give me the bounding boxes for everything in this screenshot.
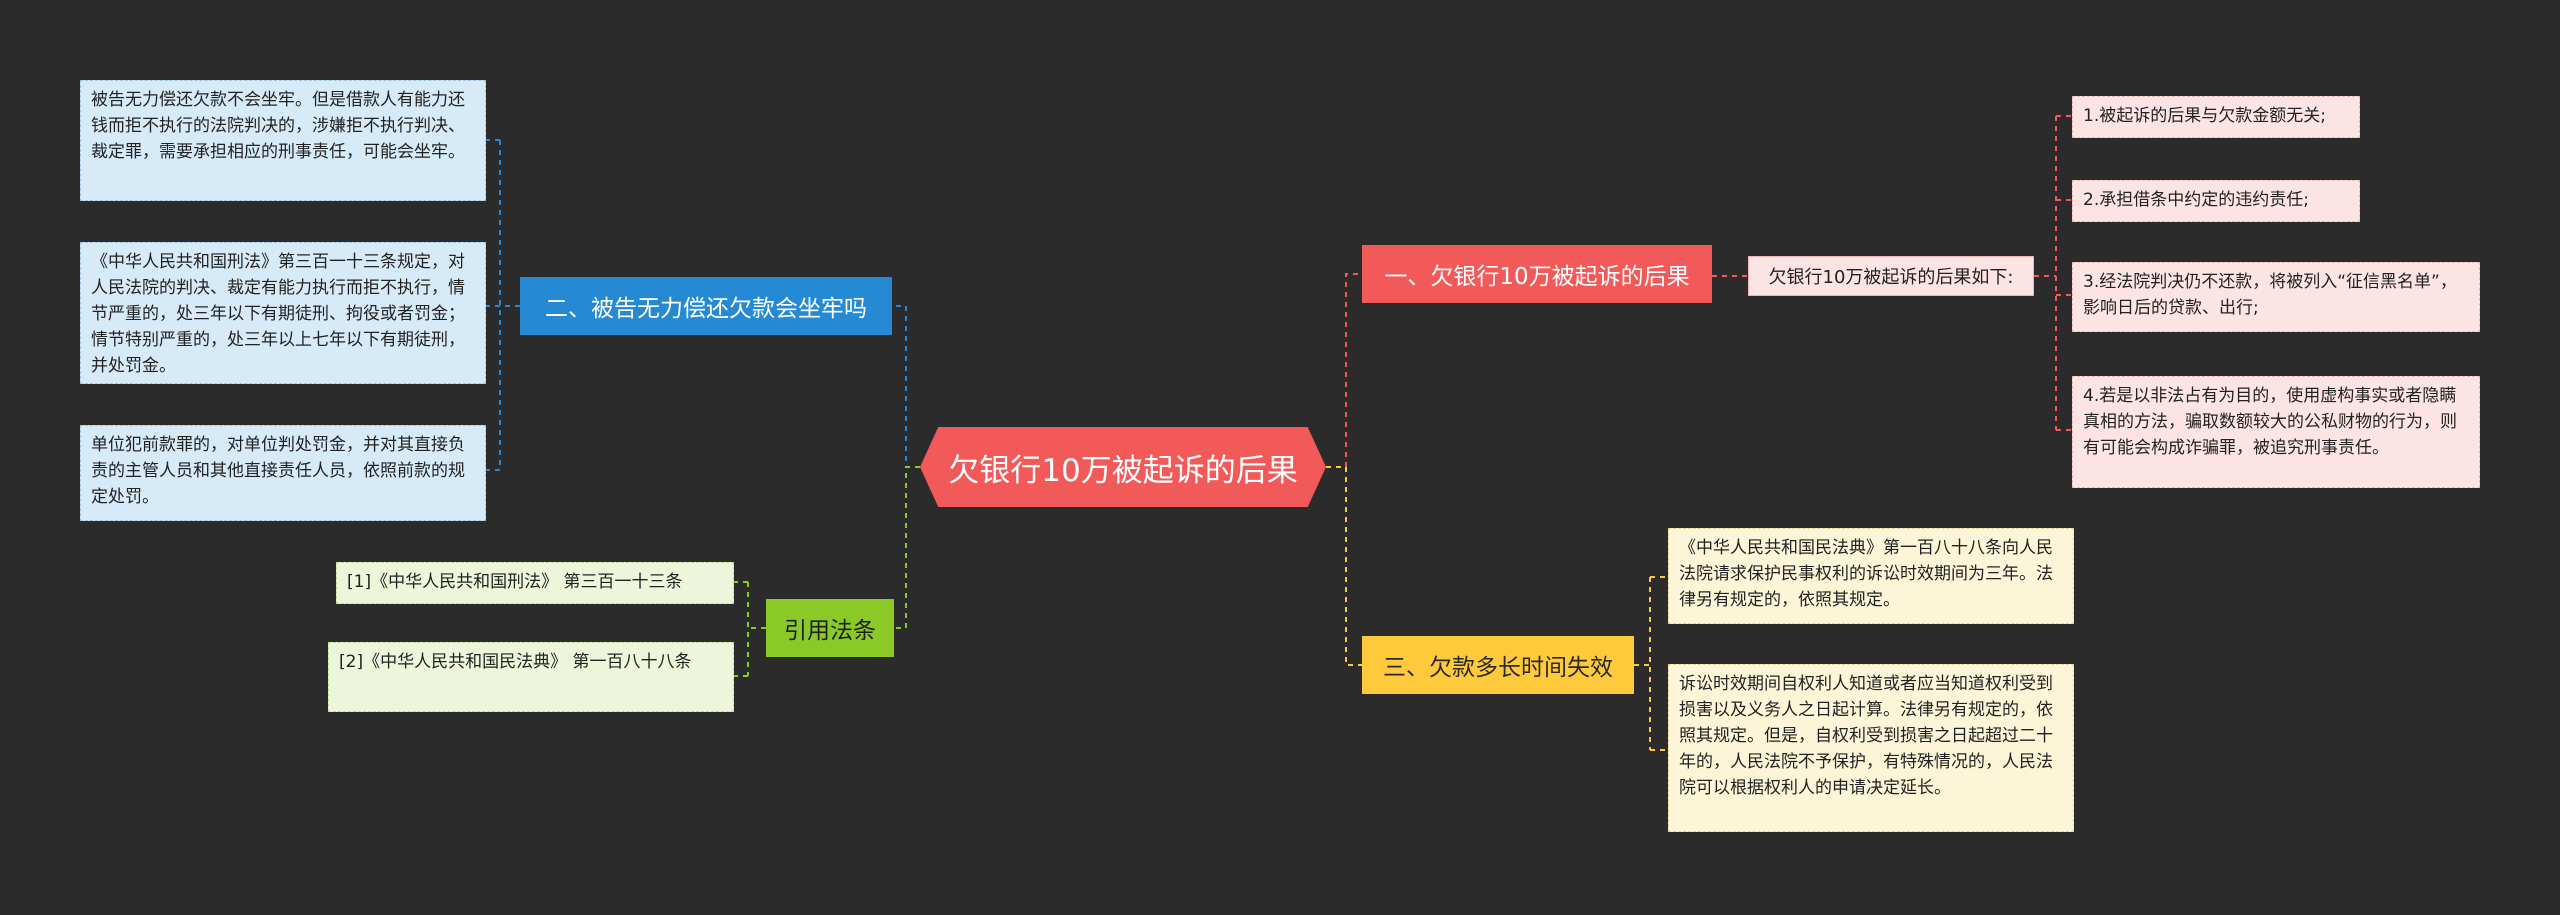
connector-green-leaves	[734, 581, 766, 677]
branch-node-yellow[interactable]: 三、欠款多长时间失效	[1362, 636, 1634, 694]
leaf-node-blue-2[interactable]: 《中华人民共和国刑法》第三百一十三条规定，对人民法院的判决、裁定有能力执行而拒不…	[80, 242, 486, 384]
leaf-node-green-2[interactable]: [2]《中华人民共和国民法典》 第一百八十八条	[328, 642, 734, 712]
leaf-node-yellow-2[interactable]: 诉讼时效期间自权利人知道或者应当知道权利受到损害以及义务人之日起计算。法律另有规…	[1668, 664, 2074, 832]
branch-node-green[interactable]: 引用法条	[766, 599, 894, 657]
root-node[interactable]: 欠银行10万被起诉的后果	[920, 427, 1326, 507]
branch-node-blue[interactable]: 二、被告无力偿还欠款会坐牢吗	[520, 277, 892, 335]
leaf-node-green-1[interactable]: [1]《中华人民共和国刑法》 第三百一十三条	[336, 562, 734, 604]
connector-root-yellow	[1326, 466, 1362, 666]
branch-node-red[interactable]: 一、欠银行10万被起诉的后果	[1362, 245, 1712, 303]
leaf-node-blue-3[interactable]: 单位犯前款罪的，对单位判处罚金，并对其直接负责的主管人员和其他直接责任人员，依照…	[80, 425, 486, 521]
leaf-node-yellow-1[interactable]: 《中华人民共和国民法典》第一百八十八条向人民法院请求保护民事权利的诉讼时效期间为…	[1668, 528, 2074, 624]
connector-sub-leaves	[2034, 115, 2072, 431]
connector-blue-leaves	[486, 139, 520, 471]
leaf-node-red-4[interactable]: 4.若是以非法占有为目的，使用虚构事实或者隐瞒真相的方法，骗取数额较大的公私财物…	[2072, 376, 2480, 488]
connector-root-red	[1326, 273, 1362, 468]
leaf-node-red-2[interactable]: 2.承担借条中约定的违约责任;	[2072, 180, 2360, 222]
leaf-node-blue-1[interactable]: 被告无力偿还欠款不会坐牢。但是借款人有能力还钱而拒不执行的法院判决的，涉嫌拒不执…	[80, 80, 486, 201]
connector-yellow-leaves	[1634, 576, 1668, 751]
sub-node-red[interactable]: 欠银行10万被起诉的后果如下:	[1748, 256, 2034, 296]
leaf-node-red-3[interactable]: 3.经法院判决仍不还款，将被列入“征信黑名单”，影响日后的贷款、出行;	[2072, 262, 2480, 332]
connector-root-blue	[892, 305, 920, 468]
leaf-node-red-1[interactable]: 1.被起诉的后果与欠款金额无关;	[2072, 96, 2360, 138]
connector-root-green	[894, 466, 920, 629]
